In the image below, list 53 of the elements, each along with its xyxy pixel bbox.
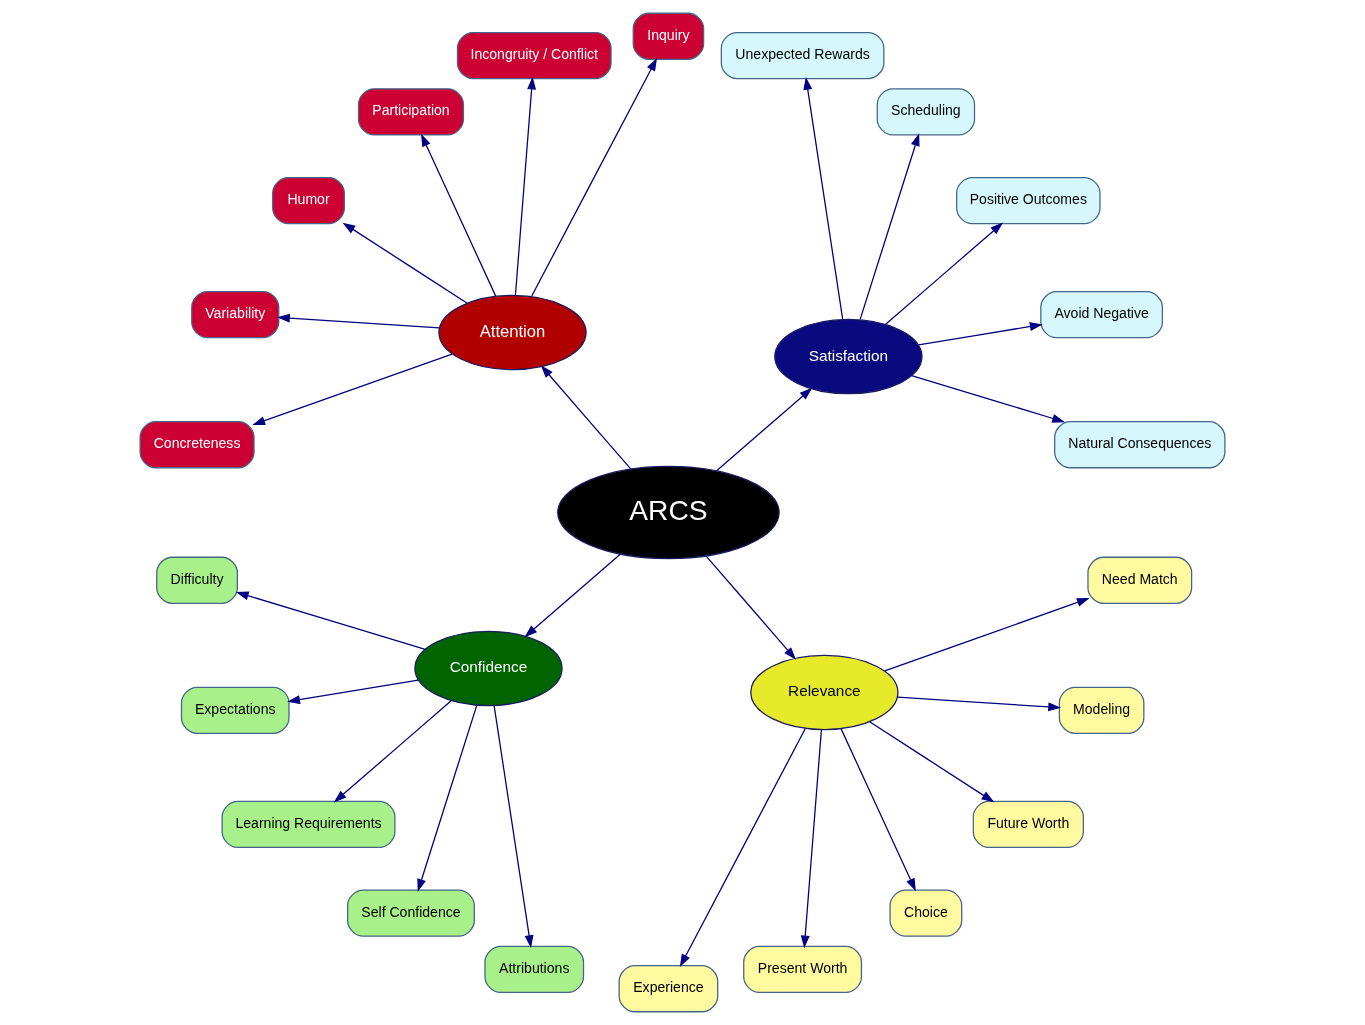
arrow: [342, 222, 468, 304]
node-box: Variability: [191, 291, 280, 339]
arrow: [421, 133, 497, 297]
arrow: [896, 696, 1062, 712]
arrow: [869, 721, 995, 803]
arrow: [840, 728, 916, 892]
node-box: Concreteness: [139, 421, 255, 469]
node-box: Positive Outcomes: [956, 176, 1101, 225]
arrow: [333, 700, 452, 803]
node-ellipse: ARCS: [557, 465, 780, 560]
node-box: Difficulty: [156, 556, 238, 604]
node-box: Learning Requirements: [221, 800, 396, 849]
arrow: [524, 553, 621, 638]
arrow: [540, 365, 632, 470]
node-box: Need Match: [1087, 556, 1193, 604]
arrow: [859, 133, 920, 321]
arrow: [803, 76, 844, 320]
node-box: Attributions: [484, 945, 585, 994]
arrow: [252, 353, 453, 426]
node-box: Incongruity / Conflict: [456, 31, 612, 80]
arrow: [531, 57, 658, 297]
arrow: [493, 705, 534, 949]
node-box: Scheduling: [876, 88, 976, 136]
node-ellipse: Satisfaction: [774, 318, 923, 395]
node-box: Choice: [889, 889, 963, 937]
node-box: Inquiry: [632, 12, 705, 60]
node-box: Modeling: [1058, 686, 1145, 734]
arrow: [417, 704, 478, 892]
node-box: Avoid Negative: [1040, 291, 1164, 339]
arrow: [885, 222, 1004, 325]
node-box: Expectations: [180, 686, 290, 734]
arrow: [800, 729, 823, 949]
node-ellipse: Confidence: [414, 630, 563, 707]
arrow: [514, 76, 537, 296]
node-box: Natural Consequences: [1054, 421, 1226, 469]
node-box: Humor: [272, 176, 345, 225]
node-box: Present Worth: [743, 945, 863, 994]
arrow: [235, 591, 426, 650]
node-box: Participation: [357, 88, 465, 136]
arrow: [716, 387, 813, 472]
arrow: [917, 322, 1043, 346]
node-box: Experience: [618, 965, 719, 1013]
node-box: Self Confidence: [347, 889, 475, 937]
arrow: [910, 375, 1066, 423]
node-box: Future Worth: [972, 800, 1084, 849]
arrow: [679, 728, 806, 968]
arrow: [287, 679, 419, 705]
arrow: [884, 598, 1090, 672]
node-ellipse: Attention: [438, 294, 587, 371]
arrow: [705, 555, 796, 660]
node-box: Unexpected Rewards: [720, 31, 885, 80]
node-ellipse: Relevance: [750, 654, 899, 731]
arrow: [277, 313, 440, 329]
